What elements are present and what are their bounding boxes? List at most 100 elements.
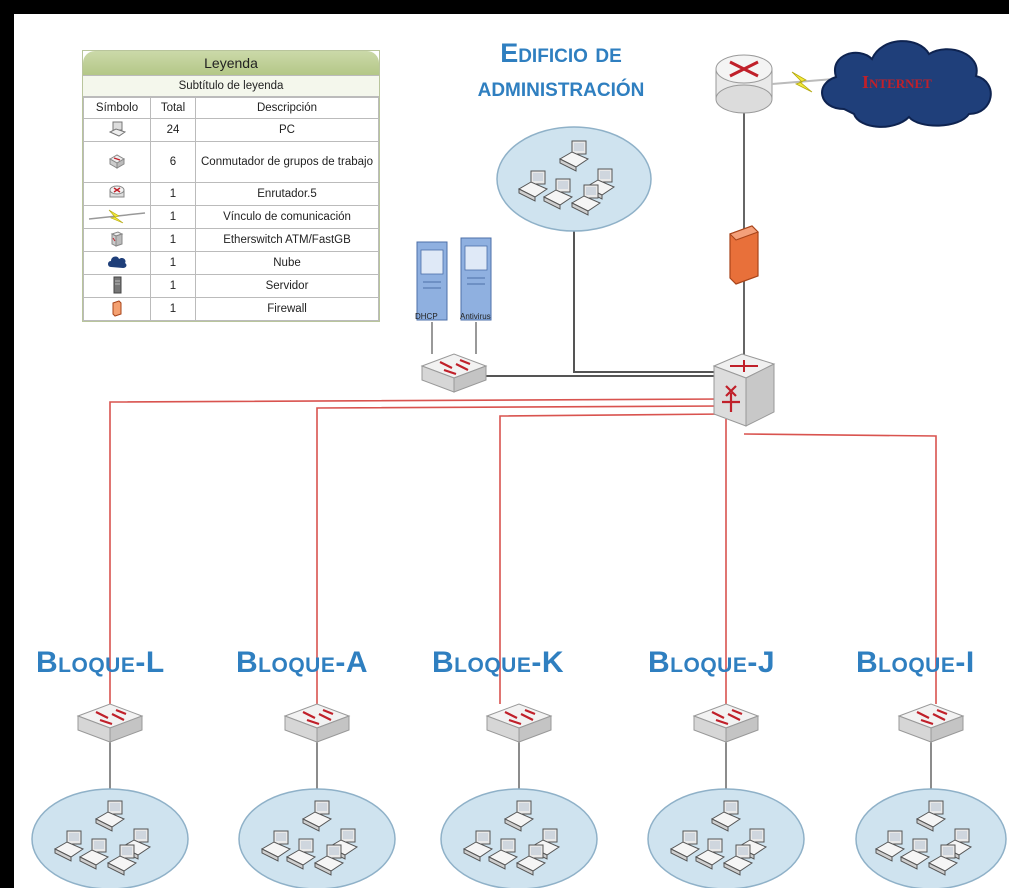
legend-description: Vínculo de comunicación: [195, 205, 379, 229]
server-switch-icon: [420, 353, 488, 393]
legend-total: 1: [150, 297, 196, 321]
dhcp-server-icon: [416, 241, 448, 321]
pc-icon: [313, 844, 345, 876]
legend-total: 6: [150, 141, 196, 183]
bloque-i-label: Bloque-I: [856, 646, 975, 679]
cloud-icon: [83, 251, 151, 275]
bloque-l-switch-icon: [76, 703, 144, 743]
pc-icon: [710, 800, 742, 832]
pc-icon: [94, 800, 126, 832]
dhcp-caption: DHCP: [415, 312, 438, 321]
bloque-j-label: Bloque-J: [648, 646, 776, 679]
pc-icon: [558, 140, 590, 172]
legend-total: 1: [150, 228, 196, 252]
admin-building-line2: administración: [477, 72, 645, 102]
bloque-k-switch-icon: [485, 703, 553, 743]
bloque-j-lan: [647, 788, 805, 888]
pc-icon: [487, 838, 519, 870]
firewall-icon: [729, 225, 759, 285]
network-diagram-canvas: Edificio de administración Internet DHCP…: [14, 14, 1009, 888]
router-icon: [83, 182, 151, 206]
pc-icon: [515, 844, 547, 876]
legend-header-row: Símbolo Total Descripción: [83, 97, 379, 119]
legend-total: 1: [150, 205, 196, 229]
bloque-l-lan: [31, 788, 189, 888]
pc-icon: [285, 838, 317, 870]
legend-subtitle: Subtítulo de leyenda: [83, 75, 379, 97]
legend-description: Firewall: [195, 297, 379, 321]
pc-icon: [915, 800, 947, 832]
firewall-icon: [83, 297, 151, 321]
bloque-k-label: Bloque-K: [432, 646, 564, 679]
pc-icon: [874, 830, 906, 862]
communication-link-icon: [771, 71, 835, 93]
pc-icon: [899, 838, 931, 870]
legend-header-total: Total: [150, 97, 196, 119]
legend-total: 1: [150, 182, 196, 206]
bloque-l-label: Bloque-L: [36, 646, 165, 679]
legend-header-symbol: Símbolo: [83, 97, 151, 119]
pc-icon: [517, 170, 549, 202]
uplink-bloque-k: [499, 413, 727, 704]
admin-lan-link: [573, 229, 714, 373]
bloque-a-switch-icon: [283, 703, 351, 743]
antivirus-server-icon: [460, 237, 492, 321]
bloque-a-lan: [238, 788, 396, 888]
legend-title: Leyenda: [83, 51, 379, 75]
legend-description: Conmutador de grupos de trabajo: [195, 141, 379, 183]
pc-icon: [462, 830, 494, 862]
pc-icon: [927, 844, 959, 876]
pc-icon: [83, 118, 151, 142]
admin-building-line1: Edificio de: [500, 38, 622, 68]
connection-lines: [31, 40, 1007, 888]
bloque-j-switch-icon: [692, 703, 760, 743]
bloque-k-lan: [440, 788, 598, 888]
legend-description: Enrutador.5: [195, 182, 379, 206]
legend-description: Etherswitch ATM/FastGB: [195, 228, 379, 252]
workgroup-switch-icon: [83, 141, 151, 183]
legend-description: PC: [195, 118, 379, 142]
admin-lan-group: [496, 126, 652, 232]
pc-icon: [669, 830, 701, 862]
bloque-a-label: Bloque-A: [236, 646, 368, 679]
legend-panel: Leyenda Subtítulo de leyenda Símbolo Tot…: [82, 50, 380, 322]
uplink-bloque-l: [109, 398, 725, 704]
communication-link-icon: [83, 205, 151, 229]
pc-icon: [260, 830, 292, 862]
uplink-bloque-a: [316, 405, 725, 704]
core-etherswitch-icon: [712, 353, 776, 427]
legend-total: 1: [150, 274, 196, 298]
pc-icon: [503, 800, 535, 832]
router-icon: [715, 54, 773, 114]
antivirus-caption: Antivirus: [460, 312, 491, 321]
pc-icon: [78, 838, 110, 870]
bloque-i-lan: [855, 788, 1007, 888]
internet-label: Internet: [862, 72, 932, 92]
legend-header-description: Descripción: [195, 97, 379, 119]
pc-icon: [570, 184, 602, 216]
pc-icon: [301, 800, 333, 832]
legend-total: 24: [150, 118, 196, 142]
cloud-icon: [821, 40, 992, 128]
pc-icon: [542, 178, 574, 210]
pc-icon: [53, 830, 85, 862]
etherswitch-icon: [83, 228, 151, 252]
pc-icon: [722, 844, 754, 876]
pc-icon: [694, 838, 726, 870]
bloque-i-switch-icon: [897, 703, 965, 743]
pc-icon: [106, 844, 138, 876]
legend-description: Nube: [195, 251, 379, 275]
legend-total: 1: [150, 251, 196, 275]
server-icon: [83, 274, 151, 298]
legend-description: Servidor: [195, 274, 379, 298]
uplink-bloque-i: [743, 433, 937, 704]
